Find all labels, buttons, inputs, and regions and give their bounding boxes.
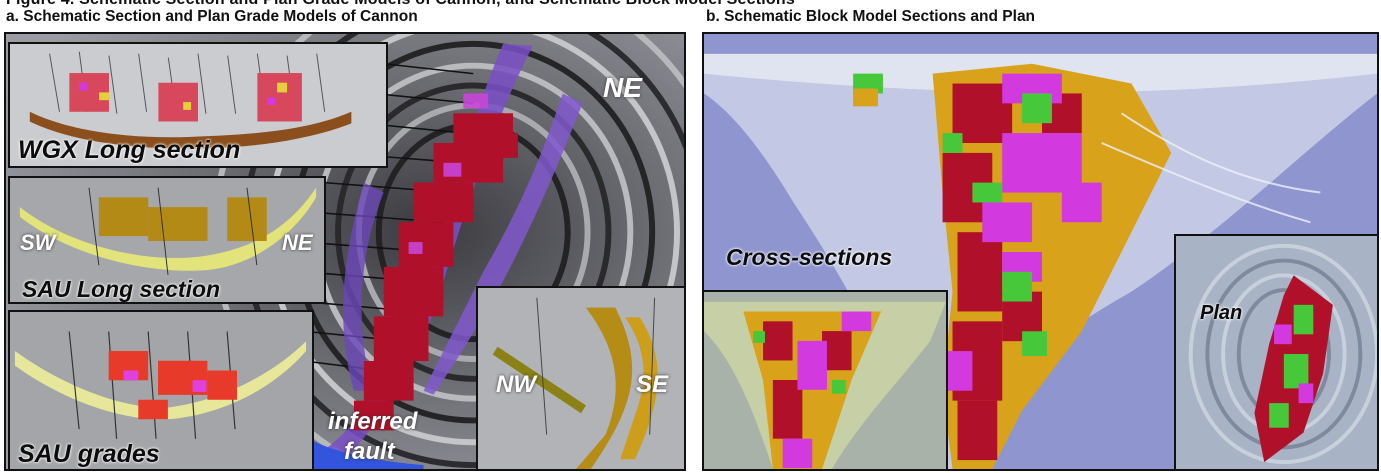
panel-b-title: b. Schematic Block Model Sections and Pl… xyxy=(706,8,1036,25)
sau-grades-inset: SAU grades xyxy=(8,310,314,469)
nw-se-section-image xyxy=(478,288,684,469)
sau-long-section-inset: SW NE SAU Long section xyxy=(8,176,326,304)
plan-inset: Plan xyxy=(1174,234,1377,469)
wgx-long-section-label: WGX Long section xyxy=(18,136,241,164)
plan-label: Plan xyxy=(1200,302,1243,324)
wgx-section-image xyxy=(10,44,386,166)
panel-a-grade-models: NE inferred fault WGX Long section xyxy=(4,32,686,471)
cross-sections-image xyxy=(704,292,946,469)
plan-image xyxy=(1176,236,1377,469)
sau-long-section-label: SAU Long section xyxy=(22,276,221,302)
nw-direction-label: NW xyxy=(496,371,536,398)
sau-grades-label: SAU grades xyxy=(18,440,160,468)
wgx-long-section-inset: WGX Long section xyxy=(8,42,388,168)
nw-se-section-inset: NW SE xyxy=(476,286,684,469)
figure-title: Figure 4. Schematic Section and Plan Gra… xyxy=(6,0,795,9)
sau-grades-image xyxy=(10,312,312,469)
ne-direction-label: NE xyxy=(603,72,642,103)
cross-sections-inset xyxy=(704,290,948,469)
se-direction-label: SE xyxy=(636,371,669,398)
panel-a-title: a. Schematic Section and Plan Grade Mode… xyxy=(6,8,418,25)
ne-sau-direction-label: NE xyxy=(282,230,313,255)
cross-sections-label: Cross-sections xyxy=(726,244,893,270)
sau-long-section-image xyxy=(10,178,324,302)
inferred-fault-label-line1: inferred xyxy=(328,408,418,435)
sw-direction-label: SW xyxy=(20,230,56,255)
panel-b-block-model: Cross-sections Plan xyxy=(702,32,1379,471)
inferred-fault-label-line2: fault xyxy=(344,438,395,465)
